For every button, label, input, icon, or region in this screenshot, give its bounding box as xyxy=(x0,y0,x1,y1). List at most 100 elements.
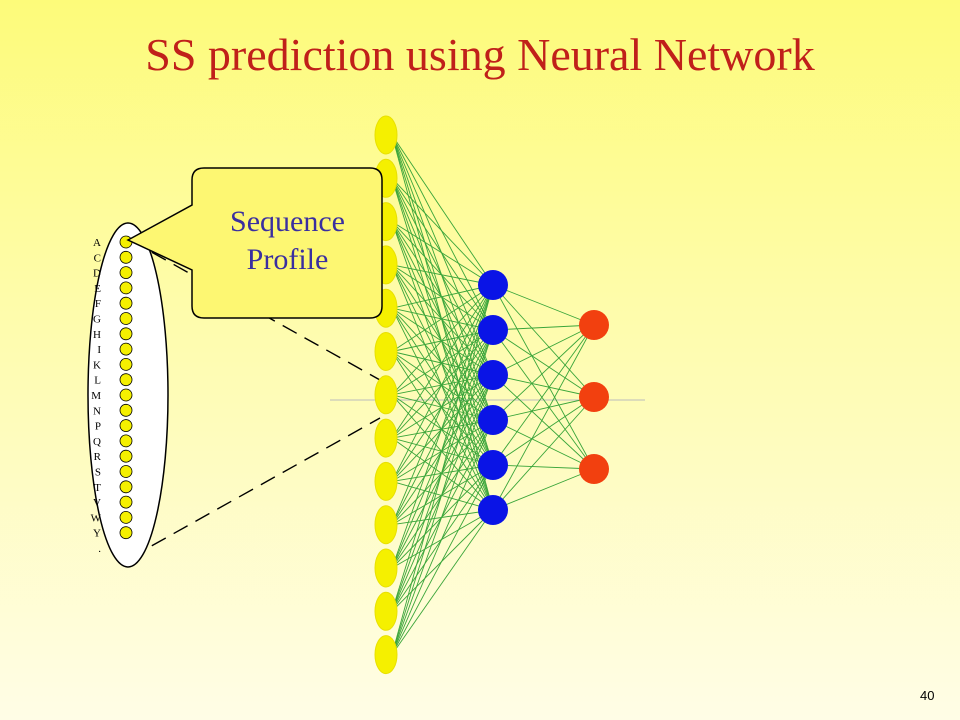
profile-cell xyxy=(119,373,133,387)
profile-letter: P xyxy=(95,421,101,433)
input-hidden-connection xyxy=(391,284,494,439)
hidden-output-connection xyxy=(492,374,595,470)
profile-cell xyxy=(119,403,133,417)
input-hidden-connection xyxy=(391,351,494,466)
input-hidden-connection xyxy=(391,419,494,482)
profile-cell xyxy=(119,235,133,249)
profile-letter: M xyxy=(91,390,101,402)
hidden-output-connection xyxy=(492,329,595,470)
input-node xyxy=(374,635,398,675)
input-hidden-connection xyxy=(391,394,494,466)
input-hidden-connection xyxy=(391,394,494,511)
slide-title: SS prediction using Neural Network xyxy=(145,29,815,80)
input-hidden-connection xyxy=(391,307,494,331)
connections xyxy=(391,134,595,655)
input-hidden-connection xyxy=(391,307,494,376)
hidden-output-connection xyxy=(492,396,595,466)
profile-cell xyxy=(119,511,133,524)
hidden-output-connection xyxy=(492,324,595,511)
profile-cell xyxy=(119,434,133,448)
input-hidden-connection xyxy=(391,177,494,286)
input-node xyxy=(374,115,398,155)
hidden-output-connection xyxy=(492,324,595,466)
input-node xyxy=(374,591,398,631)
input-node xyxy=(374,375,398,415)
input-hidden-connection xyxy=(391,134,494,286)
hidden-output-connection xyxy=(492,468,595,511)
callout-bubble xyxy=(126,167,383,319)
hidden-output-connection xyxy=(492,329,595,398)
hidden-output-connection xyxy=(492,284,595,326)
input-hidden-connection xyxy=(391,307,494,421)
profile-cell xyxy=(119,526,133,540)
hidden-layer xyxy=(478,270,508,525)
input-hidden-connection xyxy=(391,307,494,466)
profile-letter: F xyxy=(95,298,101,310)
profile-letter: S xyxy=(95,467,101,479)
profile-letter: . xyxy=(98,543,101,555)
hidden-output-connection xyxy=(492,284,595,470)
input-hidden-connection xyxy=(391,178,494,331)
window-top-dashed-line xyxy=(129,239,381,381)
profile-letter: Q xyxy=(93,436,101,448)
input-hidden-connection xyxy=(391,221,494,421)
profile-cell xyxy=(119,296,133,310)
profile-cell xyxy=(119,342,133,356)
input-hidden-connection xyxy=(391,284,494,525)
input-hidden-connection xyxy=(391,284,494,309)
profile-letter: W xyxy=(91,512,102,524)
hidden-output-connection xyxy=(492,464,595,470)
profile-letter: D xyxy=(93,268,101,280)
input-hidden-connection xyxy=(391,264,494,511)
input-hidden-connection xyxy=(391,264,494,421)
profile-letter: E xyxy=(94,283,101,295)
profile-cell xyxy=(119,480,133,494)
input-hidden-connection xyxy=(391,480,494,511)
output-node xyxy=(579,454,609,484)
window-dashed-lines xyxy=(129,239,381,559)
input-hidden-connection xyxy=(391,264,494,376)
input-node xyxy=(374,505,398,545)
hidden-node xyxy=(478,495,508,525)
hidden-output-connection xyxy=(492,284,595,398)
profile-cell xyxy=(119,250,133,264)
input-hidden-connection xyxy=(391,351,494,421)
input-node xyxy=(374,418,398,458)
input-hidden-connection xyxy=(391,374,494,396)
hidden-node xyxy=(478,450,508,480)
profile-cell xyxy=(119,266,133,280)
input-node xyxy=(374,548,398,588)
hidden-node xyxy=(478,360,508,390)
hidden-output-connection xyxy=(492,396,595,511)
input-hidden-connection xyxy=(391,284,494,396)
profile-letter: I xyxy=(97,344,101,356)
profile-letter: V xyxy=(93,497,101,509)
output-layer xyxy=(579,310,609,484)
profile-cell xyxy=(119,449,133,463)
profile-letter: R xyxy=(94,451,102,463)
input-hidden-connection xyxy=(391,284,494,612)
input-hidden-connection xyxy=(391,464,494,482)
profile-cell xyxy=(119,281,133,295)
input-layer xyxy=(374,115,398,675)
profile-letter: L xyxy=(94,375,101,387)
input-hidden-connection xyxy=(391,329,494,655)
hidden-node xyxy=(478,270,508,300)
input-hidden-connection xyxy=(391,374,494,655)
input-hidden-connection xyxy=(391,221,494,286)
input-hidden-connection xyxy=(391,264,494,466)
profile-cell xyxy=(119,465,133,478)
input-hidden-connection xyxy=(391,329,494,352)
input-hidden-connection xyxy=(391,178,494,421)
output-node xyxy=(579,382,609,412)
input-hidden-connection xyxy=(391,464,494,526)
input-hidden-connection xyxy=(391,221,494,466)
input-hidden-connection xyxy=(391,284,494,655)
input-hidden-connection xyxy=(391,419,494,655)
hidden-output-connection xyxy=(492,324,595,331)
input-hidden-connection xyxy=(391,134,494,376)
input-hidden-connection xyxy=(391,394,494,421)
input-hidden-connection xyxy=(391,221,494,376)
